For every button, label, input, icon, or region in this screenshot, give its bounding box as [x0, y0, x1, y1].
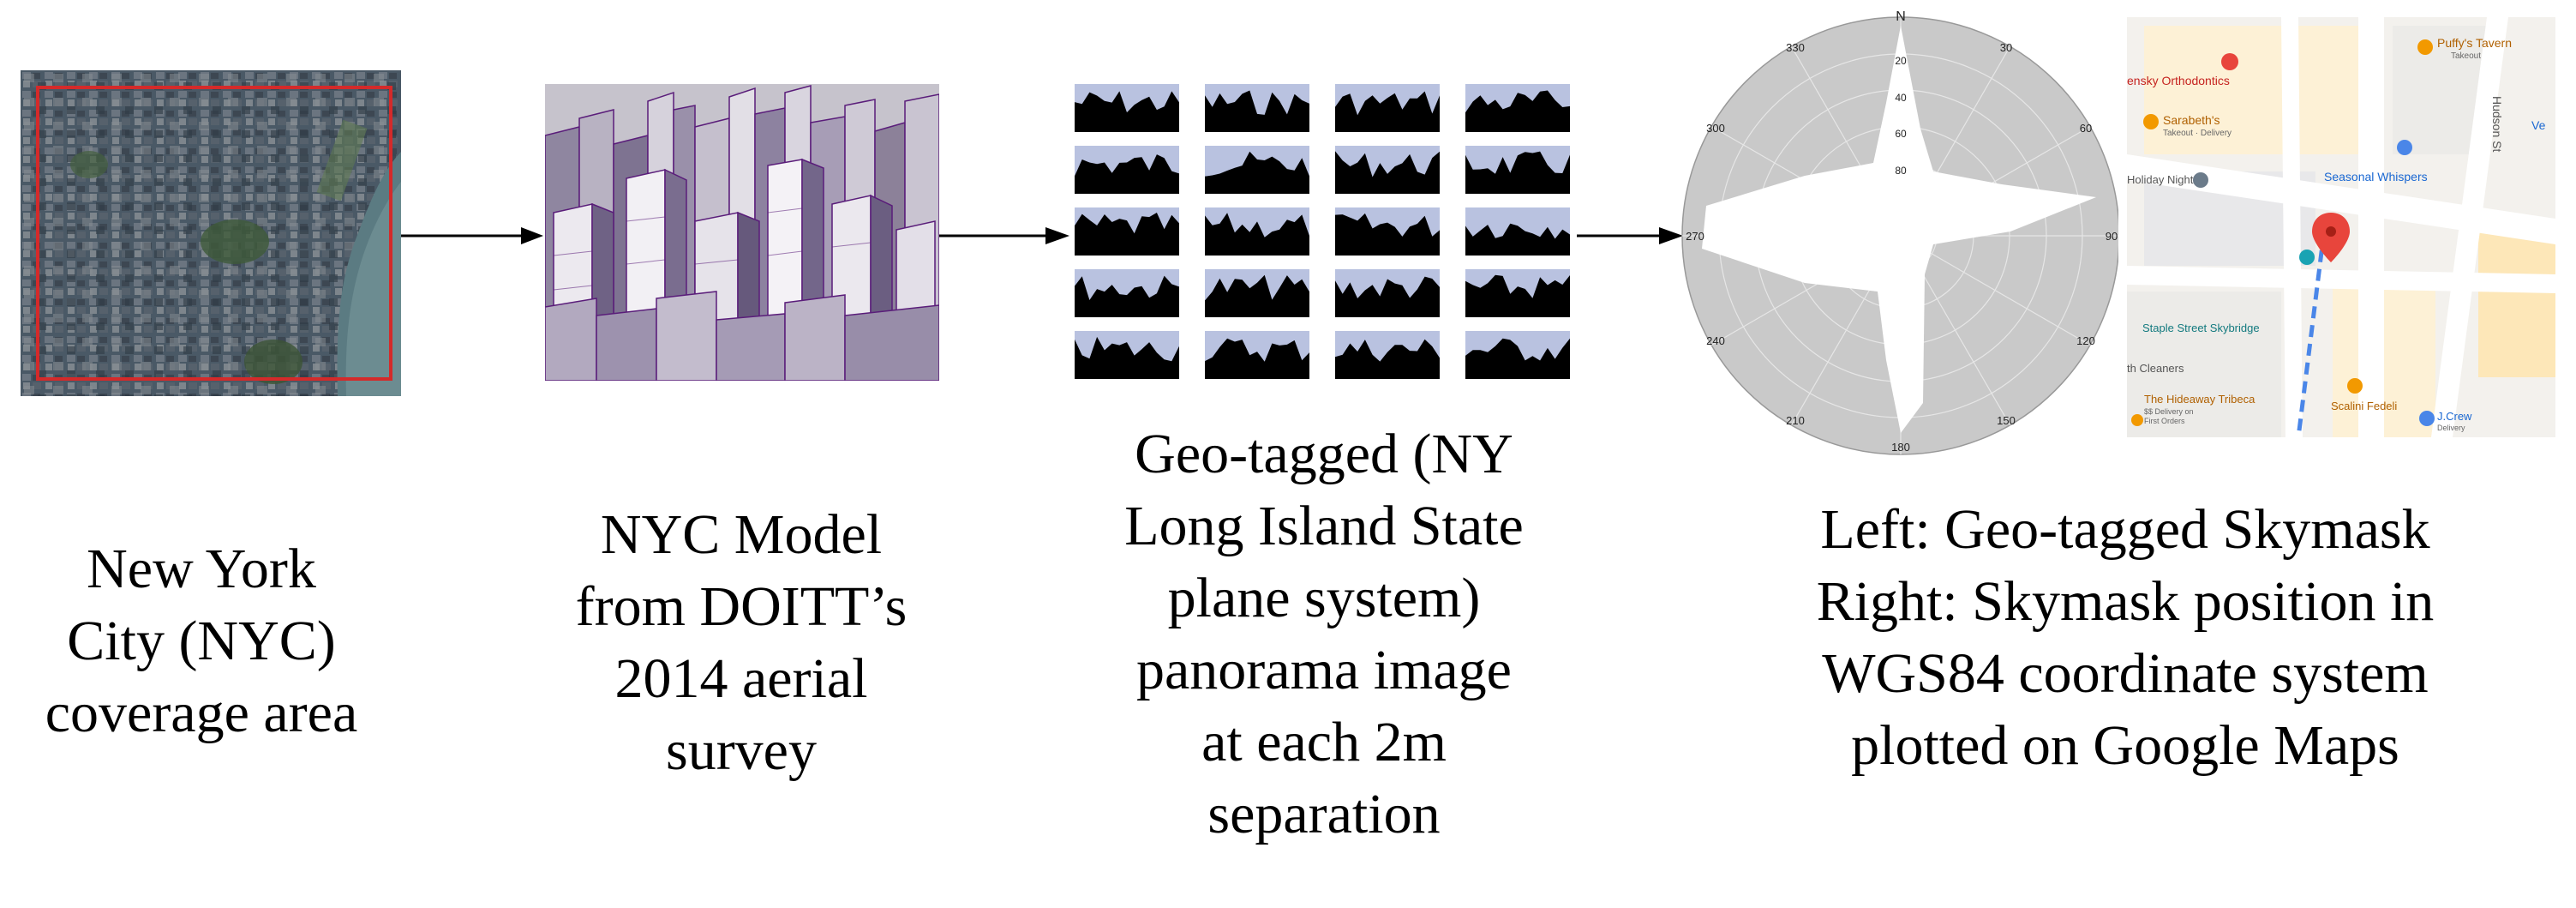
angle-label-180: 180: [1891, 441, 1910, 454]
caption-line: Right: Skymask position in: [1816, 570, 2435, 633]
caption-skymask: Left: Geo-tagged Skymask Right: Skymask …: [1705, 494, 2545, 782]
angle-label-30: 30: [2000, 41, 2012, 54]
map-label-hideaway-sub: $$ Delivery on First Orders: [2144, 407, 2194, 425]
poi-shop-icon[interactable]: [2397, 140, 2412, 155]
angle-label-240: 240: [1706, 334, 1725, 347]
panorama-thumbnail: [1075, 84, 1179, 132]
angle-label-210: 210: [1786, 414, 1805, 427]
poi-generic-icon[interactable]: [2193, 172, 2208, 188]
poi-food-icon[interactable]: [2347, 378, 2363, 394]
skymask-polar-plot: N 30 60 90 120 150 180 210 240 270 300 3…: [1676, 0, 2120, 463]
nyc-coverage-image: [21, 70, 401, 396]
map-label-puffys-sub: Takeout: [2451, 51, 2482, 61]
map-label-staple[interactable]: Staple Street Skybridge: [2142, 322, 2260, 334]
panorama-thumbnail: [1075, 331, 1179, 379]
caption-line: from DOITT’s: [575, 575, 908, 638]
panorama-thumbnail: [1465, 84, 1570, 132]
angle-label-150: 150: [1997, 414, 2016, 427]
panorama-thumbnail: [1075, 207, 1179, 256]
panorama-image-grid: [1075, 84, 1573, 381]
caption-line: coverage area: [45, 682, 358, 744]
coverage-boundary: [36, 86, 392, 381]
google-map-view: Puffy's Tavern Takeout ensky Orthodontic…: [2127, 17, 2555, 437]
map-label-sarabeths[interactable]: Sarabeth's: [2163, 113, 2220, 127]
angle-label-300: 300: [1706, 122, 1725, 135]
caption-coverage: New York City (NYC) coverage area: [0, 533, 403, 749]
flow-arrow-3: [1577, 227, 1683, 244]
radial-label-40: 40: [1895, 92, 1907, 104]
route-line: [2296, 231, 2327, 437]
map-label-cleaners[interactable]: th Cleaners: [2127, 362, 2184, 375]
flow-arrow-2: [939, 227, 1069, 244]
caption-line: at each 2m: [1201, 711, 1447, 773]
caption-model: NYC Model from DOITT’s 2014 aerial surve…: [531, 499, 951, 787]
poi-food-icon[interactable]: [2417, 39, 2433, 55]
caption-line: City (NYC): [67, 610, 336, 672]
radial-label-20: 20: [1895, 55, 1907, 67]
panorama-thumbnail: [1205, 269, 1309, 317]
caption-line: Geo-tagged (NY: [1135, 423, 1513, 485]
angle-label-270: 270: [1686, 230, 1704, 243]
map-label-crew-sub: Delivery: [2437, 424, 2465, 432]
panorama-thumbnail: [1465, 207, 1570, 256]
north-label: N: [1896, 9, 1906, 24]
panorama-thumbnail: [1335, 269, 1440, 317]
flow-arrow-1: [401, 227, 543, 244]
panorama-thumbnail: [1465, 269, 1570, 317]
panorama-thumbnail: [1205, 207, 1309, 256]
caption-line: WGS84 coordinate system: [1822, 642, 2429, 705]
poi-landmark-icon[interactable]: [2299, 250, 2315, 265]
panorama-thumbnail: [1335, 207, 1440, 256]
map-label-edge: Ve: [2531, 118, 2546, 132]
angle-label-330: 330: [1786, 41, 1805, 54]
caption-line: panorama image: [1136, 639, 1512, 701]
street-label-hudson: Hudson St: [2490, 96, 2504, 153]
panorama-thumbnail: [1205, 146, 1309, 194]
angle-label-60: 60: [2080, 122, 2092, 135]
caption-line: Long Island State: [1124, 495, 1524, 557]
panorama-thumbnail: [1335, 331, 1440, 379]
radial-label-80: 80: [1895, 165, 1907, 177]
map-label-fedeli[interactable]: Scalini Fedeli: [2331, 400, 2398, 412]
panorama-thumbnail: [1465, 146, 1570, 194]
map-label-puffys[interactable]: Puffy's Tavern: [2437, 36, 2512, 50]
panorama-thumbnail: [1075, 146, 1179, 194]
caption-line: survey: [666, 719, 817, 782]
map-label-seasonal[interactable]: Seasonal Whispers: [2324, 170, 2428, 183]
panorama-thumbnail: [1075, 269, 1179, 317]
skymask-shape: [1702, 26, 2096, 433]
panorama-thumbnail: [1335, 146, 1440, 194]
panorama-thumbnail: [1205, 84, 1309, 132]
caption-line: plotted on Google Maps: [1851, 714, 2399, 777]
caption-panorama: Geo-tagged (NY Long Island State plane s…: [1047, 418, 1601, 851]
map-label-sarabeths-sub: Takeout · Delivery: [2163, 129, 2232, 138]
panorama-thumbnail: [1465, 331, 1570, 379]
nyc-3d-model-image: [544, 84, 940, 382]
panorama-thumbnail: [1335, 84, 1440, 132]
caption-line: New York: [87, 538, 316, 600]
poi-food-icon[interactable]: [2131, 414, 2143, 426]
poi-pin-icon[interactable]: [2221, 53, 2238, 70]
caption-line: 2014 aerial: [614, 647, 868, 710]
panorama-thumbnail: [1205, 331, 1309, 379]
map-label-orthodontics[interactable]: ensky Orthodontics: [2127, 74, 2230, 87]
radial-label-60: 60: [1895, 128, 1907, 140]
angle-label-120: 120: [2076, 334, 2095, 347]
poi-food-icon[interactable]: [2143, 114, 2159, 129]
map-label-holiday[interactable]: Holiday Night: [2127, 173, 2194, 186]
caption-line: separation: [1207, 783, 1441, 845]
polar-spoke: [1900, 235, 2091, 346]
caption-line: plane system): [1167, 567, 1481, 629]
map-label-hideaway[interactable]: The Hideaway Tribeca: [2144, 393, 2255, 406]
location-pin-icon[interactable]: [2312, 213, 2350, 262]
caption-line: Left: Geo-tagged Skymask: [1820, 498, 2430, 561]
map-label-crew[interactable]: J.Crew: [2437, 410, 2472, 423]
caption-line: NYC Model: [600, 503, 883, 566]
angle-label-90: 90: [2106, 230, 2118, 243]
poi-shop-icon[interactable]: [2419, 411, 2435, 426]
